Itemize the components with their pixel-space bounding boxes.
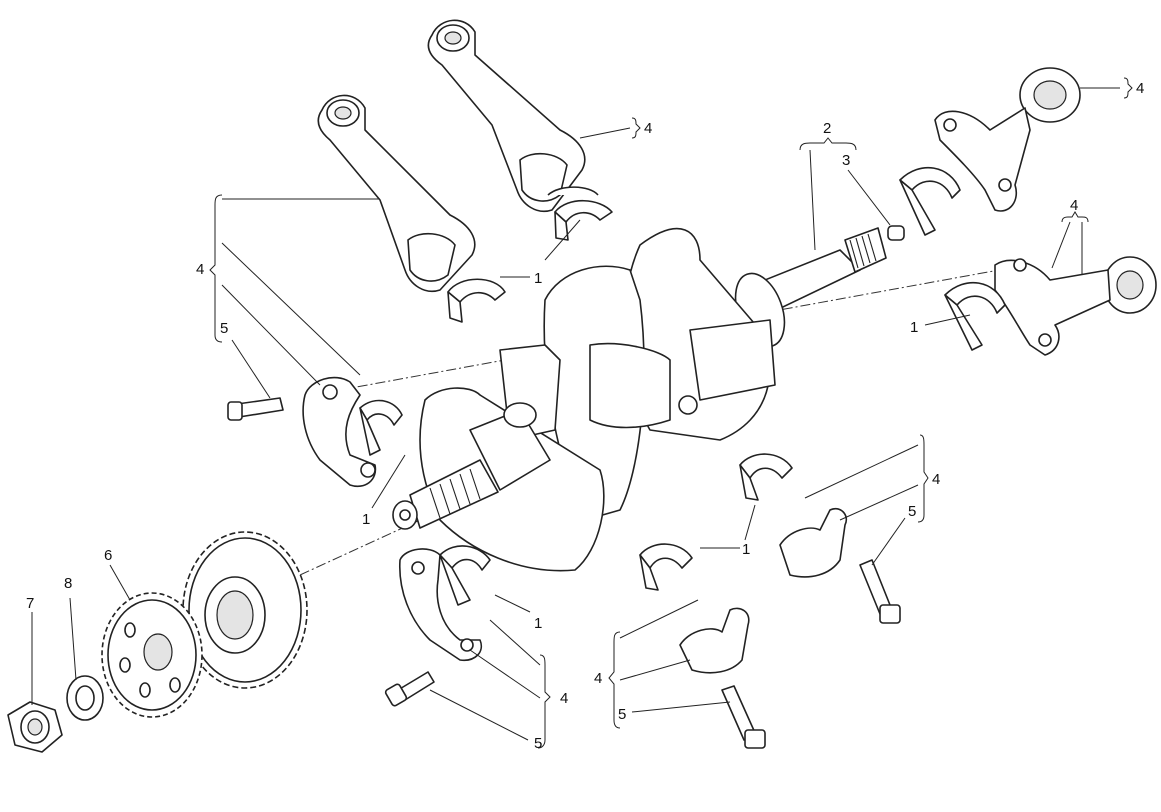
label-bolt-lower: 5 (534, 735, 542, 752)
label-plug: 3 (842, 152, 850, 169)
label-bolt-left: 5 (220, 320, 228, 337)
connecting-rod-top (427, 19, 586, 212)
bolts (227, 225, 905, 749)
label-connecting-rod-left: 4 (196, 261, 204, 278)
connecting-rod-left (317, 94, 476, 292)
bearing-shells (359, 166, 1006, 606)
label-bolt-lower-right: 5 (618, 706, 626, 723)
label-connecting-rod-right-top: 4 (1136, 80, 1144, 97)
label-connecting-rod-lower-right: 4 (594, 670, 602, 687)
nut-7 (7, 701, 63, 753)
plug (887, 225, 905, 241)
label-crankshaft: 2 (823, 120, 831, 137)
crankshaft (392, 227, 887, 572)
washer-8 (66, 675, 104, 721)
connecting-rod-right-top (934, 67, 1081, 212)
label-connecting-rod-lower: 4 (560, 690, 568, 707)
label-bearing-right: 1 (910, 319, 918, 336)
label-bearing-lower-right: 1 (742, 541, 750, 558)
main-axis-line (339, 267, 1011, 391)
leader-lines (31, 77, 1133, 749)
label-washer: 8 (64, 575, 72, 592)
label-gear: 6 (104, 547, 112, 564)
label-connecting-rod-right-low: 4 (932, 471, 940, 488)
label-connecting-rod-right-mid: 4 (1070, 197, 1078, 214)
callout-labels: 4 5 1 4 1 2 3 4 4 1 4 5 1 1 4 5 4 5 6 8 … (26, 80, 1144, 752)
label-bolt-right: 5 (908, 503, 916, 520)
label-bearing-left: 1 (362, 511, 370, 528)
gear-axis-line (299, 519, 421, 576)
label-nut: 7 (26, 595, 34, 612)
label-bearing-top: 1 (534, 270, 542, 287)
gear-6 (101, 592, 203, 718)
label-bearing-lower: 1 (534, 615, 542, 632)
label-connecting-rod-top: 4 (644, 120, 652, 137)
rod-caps (302, 376, 848, 674)
connecting-rod-right-mid (994, 256, 1157, 356)
